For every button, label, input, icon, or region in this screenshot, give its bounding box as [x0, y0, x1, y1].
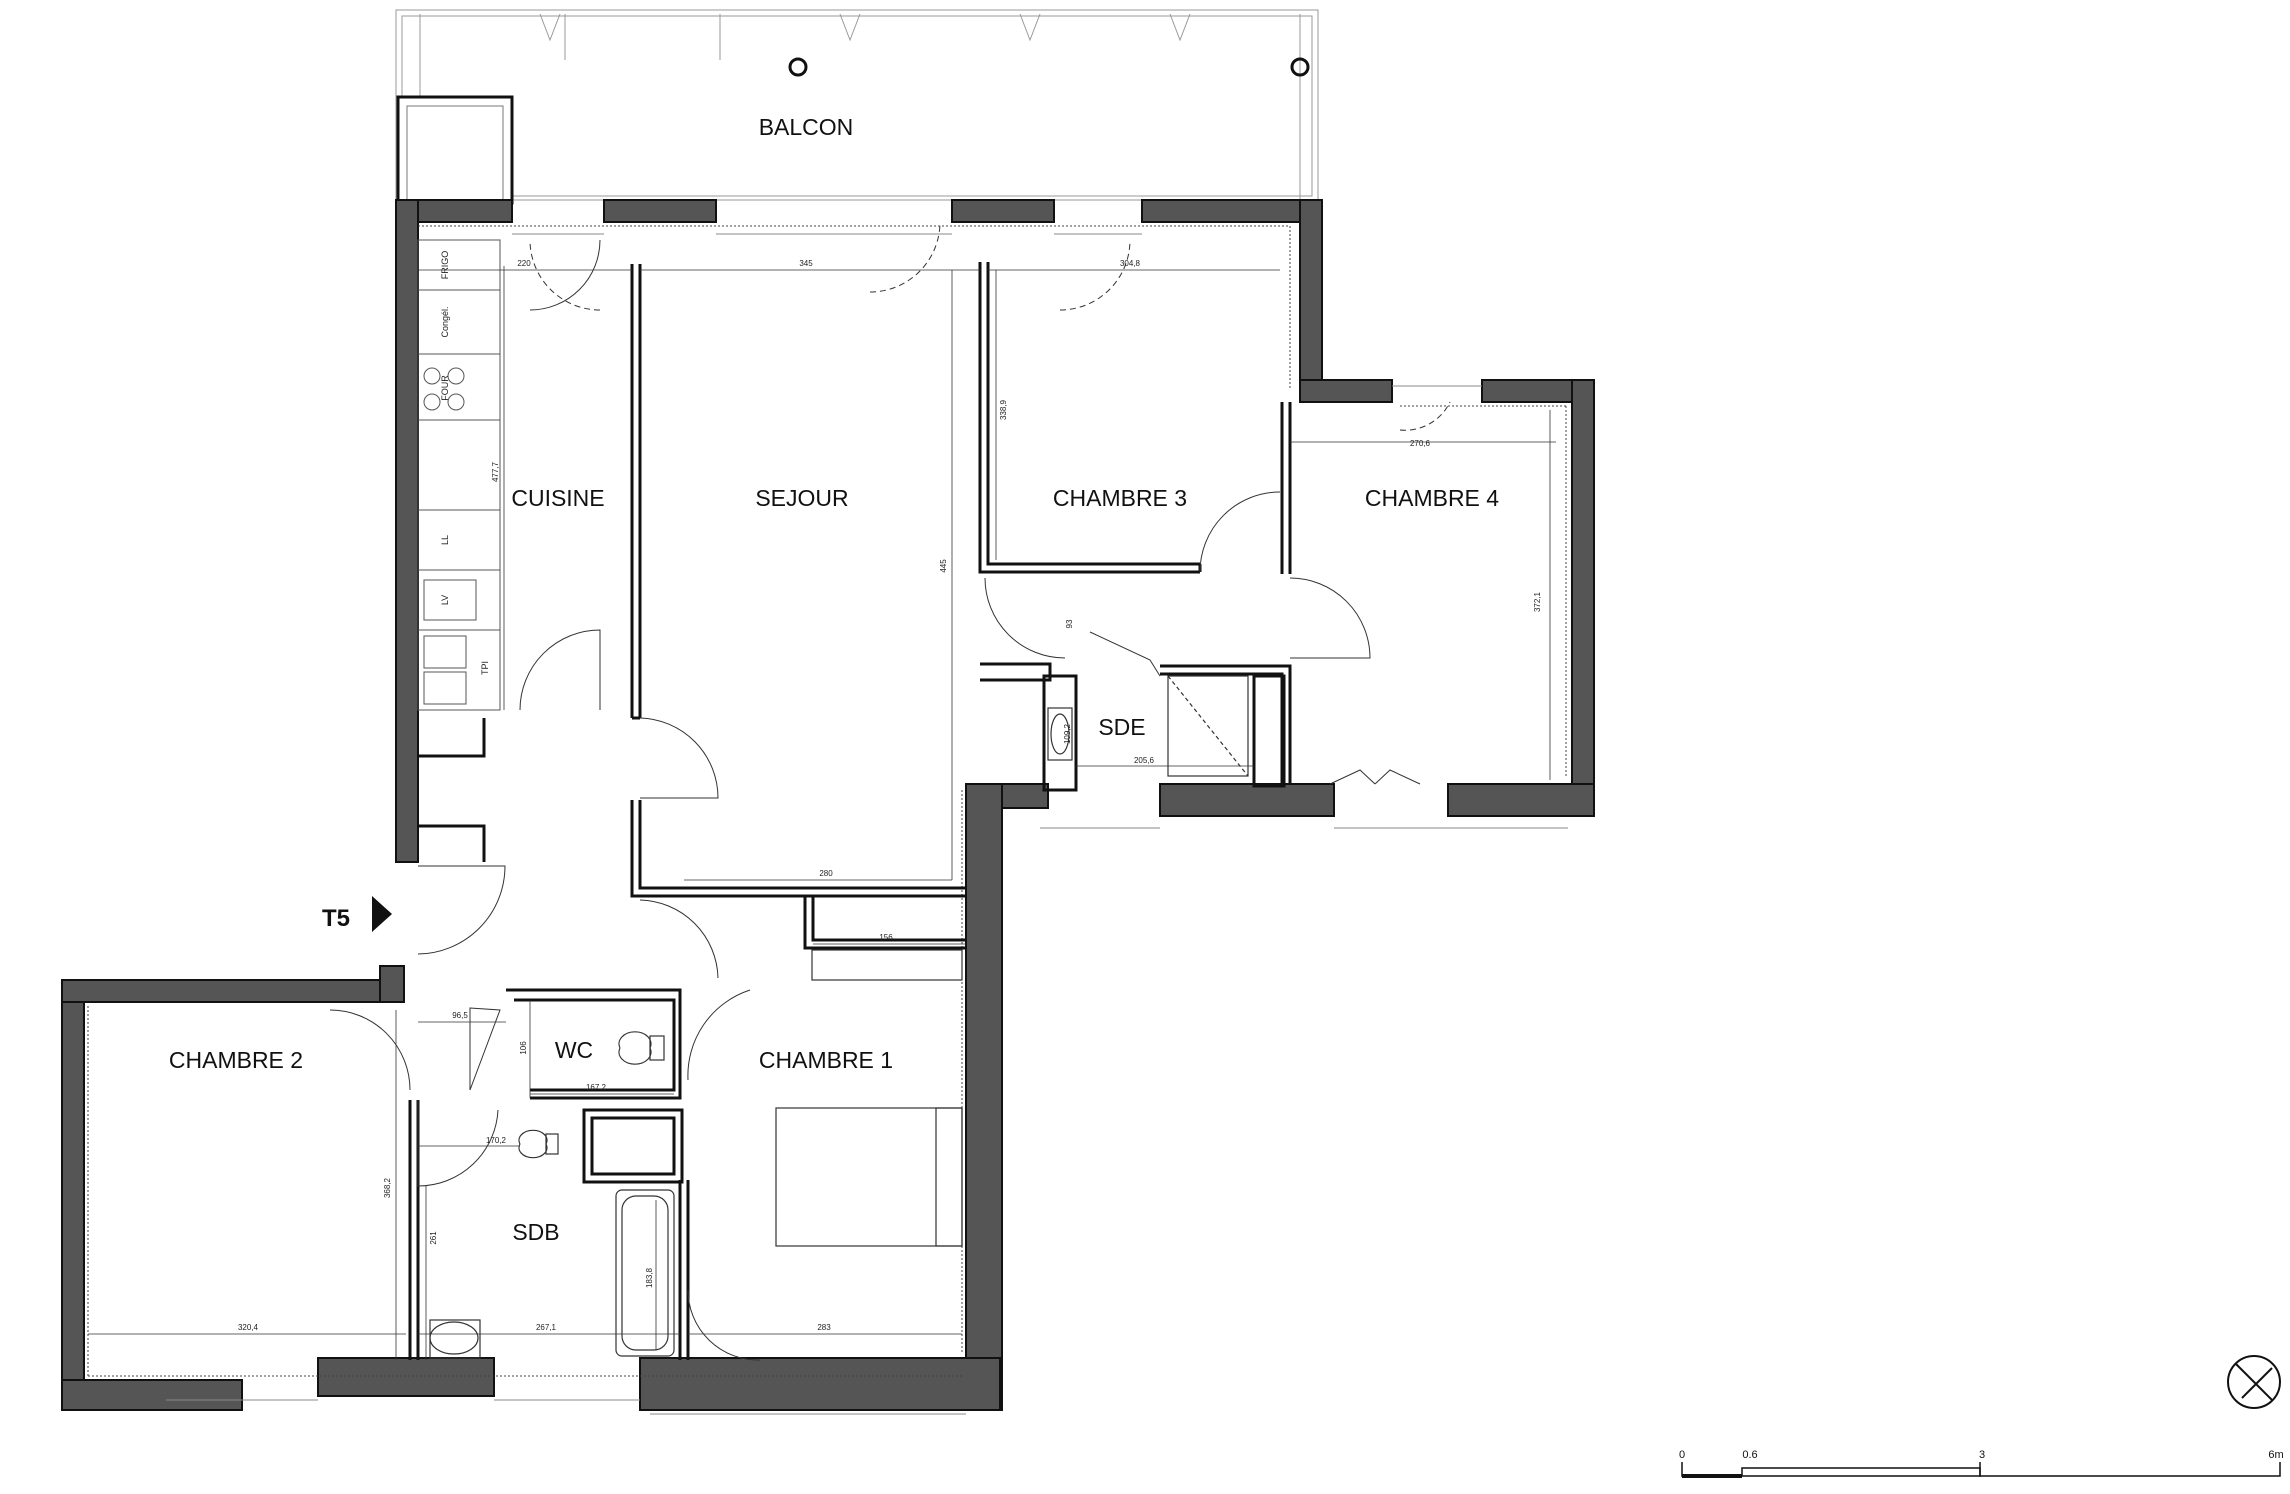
door-swings	[329, 221, 1451, 1361]
four-label: FOUR	[440, 375, 450, 401]
dim-304-8: 304,8	[1120, 259, 1141, 268]
room-chambre4: CHAMBRE 4	[1365, 485, 1499, 511]
dim-283: 283	[817, 1323, 831, 1332]
sanitary-fixtures	[429, 675, 1249, 1359]
interior-walls	[408, 262, 1292, 1360]
dim-267-1: 267,1	[536, 1323, 557, 1332]
dim-320-4: 320,4	[238, 1323, 259, 1332]
balcony	[395, 9, 1319, 201]
dim-170-2: 170,2	[486, 1136, 507, 1145]
kitchen-labels: FRIGO Congél. FOUR LL LV TPI	[440, 251, 490, 675]
entry-arrow-icon	[372, 896, 392, 932]
dim-345: 345	[799, 259, 813, 268]
dim-96-5: 96,5	[452, 1011, 468, 1020]
scale-tick-0: 0	[1679, 1449, 1685, 1461]
dim-220: 220	[517, 259, 531, 268]
dim-109-2: 109,2	[1063, 723, 1072, 744]
room-sdb: SDB	[512, 1219, 559, 1245]
lv-label: LV	[440, 595, 450, 605]
scale-bar: 0 0.6 3 6m	[1679, 1449, 2284, 1478]
dim-338-9: 338,9	[999, 399, 1008, 420]
unit-label: T5	[322, 905, 350, 932]
room-chambre2: CHAMBRE 2	[169, 1047, 303, 1073]
dim-93: 93	[1065, 619, 1074, 628]
scale-tick-3: 3	[1979, 1449, 1985, 1461]
room-balcon: BALCON	[759, 114, 854, 140]
entry-marker: T5	[322, 896, 392, 932]
dim-183-8: 183,8	[645, 1267, 654, 1288]
dimension-texts: 220 345 304,8 477,7 338,9 270,6 372,1 44…	[238, 259, 1542, 1332]
dim-270-6: 270,6	[1410, 439, 1431, 448]
dim-261: 261	[429, 1231, 438, 1245]
dimension-lines	[88, 266, 1556, 1360]
kitchen-counter	[417, 239, 501, 711]
dim-156: 156	[879, 933, 893, 942]
frigo-label: FRIGO	[440, 251, 450, 280]
room-sejour: SEJOUR	[755, 485, 848, 511]
scale-tick-6m: 6m	[2268, 1449, 2283, 1461]
room-cuisine: CUISINE	[511, 485, 604, 511]
balcony-column	[396, 95, 514, 205]
dim-167-2: 167,2	[586, 1083, 607, 1092]
north-arrow-icon	[2227, 1355, 2281, 1409]
congel-label: Congél.	[440, 306, 450, 337]
scale-tick-0-6: 0.6	[1742, 1449, 1757, 1461]
room-chambre1: CHAMBRE 1	[759, 1047, 893, 1073]
wall-insulation	[87, 225, 1567, 1377]
windows	[166, 233, 1568, 1415]
dim-445: 445	[939, 559, 948, 573]
exterior-walls	[61, 199, 1595, 1411]
dim-280: 280	[819, 869, 833, 878]
room-sde: SDE	[1098, 714, 1145, 740]
room-wc: WC	[555, 1037, 593, 1063]
room-chambre3: CHAMBRE 3	[1053, 485, 1187, 511]
ll-label: LL	[440, 535, 450, 545]
dim-368-2: 368,2	[383, 1177, 392, 1198]
dim-477-7: 477,7	[491, 461, 500, 482]
dim-106: 106	[519, 1041, 528, 1055]
tpi-label: TPI	[480, 661, 490, 675]
room-labels: BALCON CUISINE SEJOUR CHAMBRE 3 CHAMBRE …	[169, 114, 1499, 1245]
dim-372-1: 372,1	[1533, 591, 1542, 612]
dim-205-6: 205,6	[1134, 756, 1155, 765]
